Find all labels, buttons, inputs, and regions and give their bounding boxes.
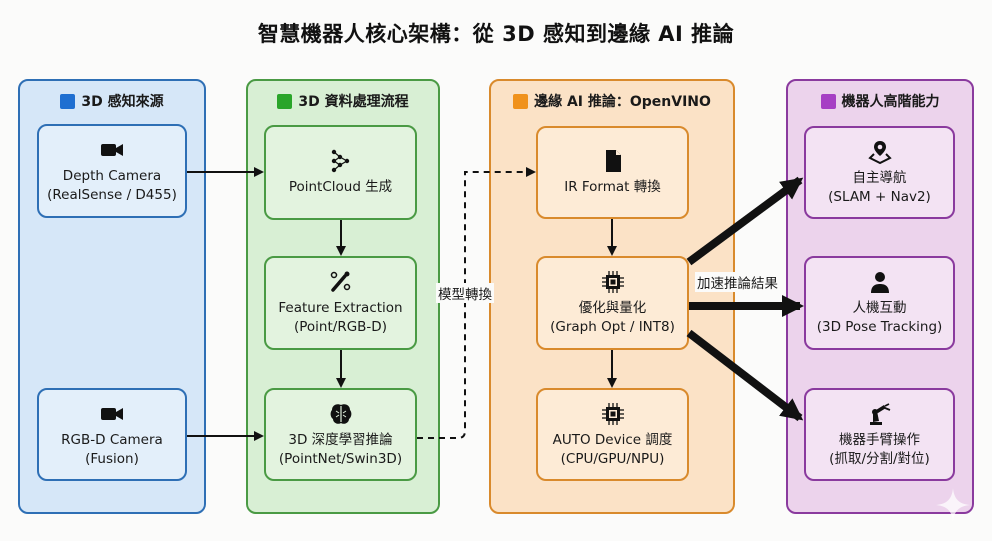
node-sublabel: (SLAM + Nav2) — [828, 188, 931, 205]
column-title: 3D 感知來源 — [81, 94, 164, 110]
node-sublabel: (PointNet/Swin3D) — [278, 450, 403, 467]
video-camera-icon — [99, 401, 125, 427]
video-camera-icon — [99, 137, 125, 163]
node-navigation[interactable]: 自主導航 (SLAM + Nav2) — [804, 126, 955, 219]
node-label: 優化與量化 — [578, 300, 647, 316]
node-depth-camera[interactable]: Depth Camera (RealSense / D455) — [37, 124, 187, 218]
node-optimization[interactable]: 優化與量化 (Graph Opt / INT8) — [536, 256, 689, 350]
robot-arm-icon — [867, 401, 893, 427]
node-sublabel: (抓取/分割/對位) — [829, 450, 930, 467]
node-label: PointCloud 生成 — [288, 179, 393, 195]
node-sublabel: (Point/RGB-D) — [294, 319, 387, 335]
brain-icon — [328, 401, 354, 427]
node-label: 自主導航 — [852, 169, 907, 186]
node-ir-format[interactable]: IR Format 轉換 — [536, 126, 689, 219]
edge-label-accelerated-results: 加速推論結果 — [695, 272, 780, 292]
node-sublabel: (CPU/GPU/NPU) — [560, 450, 665, 467]
node-label: AUTO Device 調度 — [552, 431, 673, 448]
column-header: 邊緣 AI 推論：OpenVINO — [491, 91, 733, 111]
map-pin-icon — [867, 139, 893, 165]
orange-swatch-icon — [513, 93, 529, 109]
person-icon — [867, 269, 893, 295]
node-sublabel: (Fusion) — [85, 450, 139, 467]
column-title: 邊緣 AI 推論：OpenVINO — [534, 94, 711, 110]
node-sublabel: (Graph Opt / INT8) — [550, 319, 675, 335]
document-icon — [600, 148, 626, 174]
node-label: 3D 深度學習推論 — [288, 431, 393, 448]
node-label: Depth Camera — [62, 168, 162, 184]
node-sublabel: (3D Pose Tracking) — [816, 319, 943, 335]
diagram-title: 智慧機器人核心架構：從 3D 感知到邊緣 AI 推論 — [257, 22, 735, 46]
chip-icon — [600, 401, 626, 427]
node-label: 機器手臂操作 — [839, 431, 920, 448]
edge-label-model-conversion: 模型轉換 — [436, 283, 494, 303]
neural-network-icon — [328, 148, 354, 174]
node-rgbd-camera[interactable]: RGB-D Camera (Fusion) — [37, 388, 187, 481]
node-label: 人機互動 — [852, 300, 907, 316]
column-header: 3D 資料處理流程 — [248, 91, 438, 111]
sparkle-watermark-icon — [936, 488, 970, 522]
node-feature-extraction[interactable]: Feature Extraction (Point/RGB-D) — [264, 256, 417, 350]
green-swatch-icon — [277, 93, 293, 109]
node-3d-deep-learning[interactable]: 3D 深度學習推論 (PointNet/Swin3D) — [264, 388, 417, 481]
node-label: Feature Extraction — [278, 300, 403, 316]
node-hri[interactable]: 人機互動 (3D Pose Tracking) — [804, 256, 955, 350]
node-robot-arm[interactable]: 機器手臂操作 (抓取/分割/對位) — [804, 388, 955, 481]
node-sublabel: (RealSense / D455) — [47, 187, 177, 203]
column-header: 機器人高階能力 — [788, 91, 972, 111]
column-title: 機器人高階能力 — [841, 94, 940, 110]
column-title: 3D 資料處理流程 — [298, 94, 409, 110]
node-label: RGB-D Camera — [61, 431, 163, 448]
tools-icon — [328, 269, 354, 295]
chip-icon — [600, 269, 626, 295]
node-label: IR Format 轉換 — [564, 179, 661, 195]
column-header: 3D 感知來源 — [20, 91, 204, 111]
node-auto-device[interactable]: AUTO Device 調度 (CPU/GPU/NPU) — [536, 388, 689, 481]
blue-swatch-icon — [60, 93, 76, 109]
purple-swatch-icon — [820, 93, 836, 109]
node-pointcloud[interactable]: PointCloud 生成 — [264, 125, 417, 220]
